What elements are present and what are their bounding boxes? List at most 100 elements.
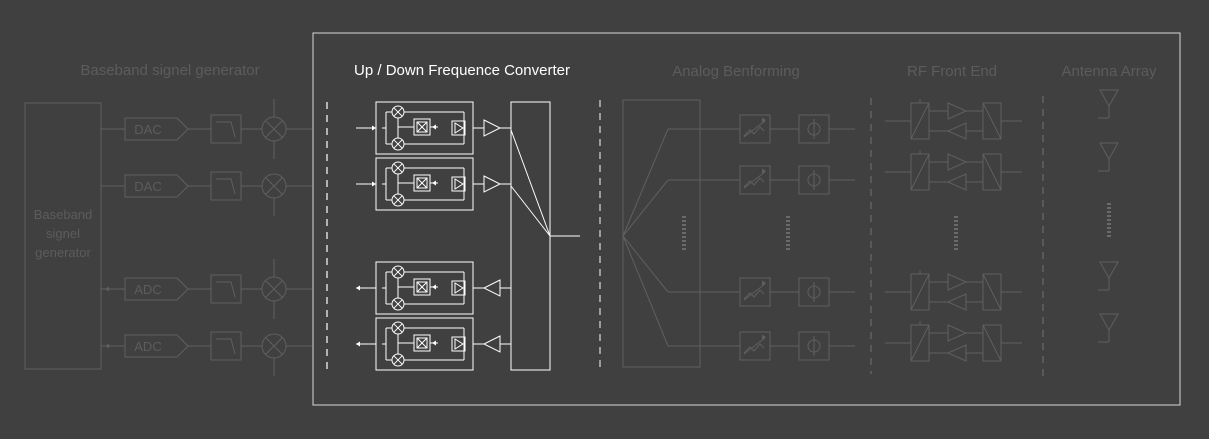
mixer-icon [261,276,287,302]
amplifier-icon [947,153,968,171]
amplifier-icon [483,175,502,193]
lowpass-filter-icon [210,171,242,201]
beamforming-branch-1 [622,114,855,237]
amplifier-icon [947,324,968,342]
mixer-icon [261,173,287,199]
ellipsis-dot [786,248,790,250]
ellipsis-dot [682,248,686,250]
converter-shape [124,334,189,358]
ellipsis-dot [1107,207,1111,209]
title-baseband: Baseband signel generator [80,62,259,79]
ellipsis-dot [954,236,958,238]
ellipsis-dot [786,240,790,242]
ellipsis-dot [1107,235,1111,237]
ellipsis-dot [786,232,790,234]
baseband-chain-4: ADC [101,331,312,376]
combiner-icon [451,176,466,192]
ellipsis-dot [1107,211,1111,213]
ellipsis-dot [682,220,686,222]
beamforming-branch-3 [622,235,855,307]
adc-label: ADC [134,339,161,354]
adc-label: ADC [134,282,161,297]
amplifier-icon [947,273,968,291]
beamforming-branch-4 [622,235,855,361]
phase-shifter-icon [798,165,830,195]
phase-shifter-icon [798,331,830,361]
ellipsis-dot [786,224,790,226]
ellipsis-dot [1107,227,1111,229]
ellipsis-dot [682,224,686,226]
mixer-icon [261,333,287,359]
title-rf-front-end: RF Front End [907,63,997,80]
beamforming-branch-2 [622,165,855,237]
ellipsis-dot [682,228,686,230]
amplifier-icon [483,119,502,137]
mixer-icon [391,105,405,119]
ellipsis-dot [682,240,686,242]
attenuator-icon [739,165,771,195]
ellipsis-dot [1107,231,1111,233]
baseband-block: Baseband signel generator [24,102,102,370]
amplifier-icon [946,173,967,191]
phase-shifter-icon [798,277,830,307]
highlight-frame [312,32,1181,406]
converter-module-2 [356,157,511,211]
ellipsis-dot [682,244,686,246]
attenuator-icon [739,114,771,144]
ellipsis-dot [682,236,686,238]
ellipsis-dot [954,232,958,234]
lo-splitter-icon [413,174,431,192]
mixer-icon [391,353,405,367]
title-beamforming: Analog Benforming [672,63,800,80]
phase-shifter-icon [798,114,830,144]
rf-front-end [885,99,1022,362]
lowpass-filter-icon [210,114,242,144]
dac-label: DAC [134,122,161,137]
ellipsis-dot [954,228,958,230]
rf-front-end-branch-3 [885,270,1022,311]
ellipsis-dot [954,248,958,250]
ellipsis-dot [954,240,958,242]
baseband-label-line1: Baseband [34,207,93,222]
ellipsis-dot [786,220,790,222]
ellipsis-dot [786,244,790,246]
lo-splitter-icon [413,118,431,136]
attenuator-icon [739,277,771,307]
amplifier-icon [946,293,967,311]
attenuator-icon [739,331,771,361]
converter-module-1 [356,101,511,155]
title-antenna-array: Antenna Array [1061,63,1157,80]
converter-shape [124,174,189,198]
mixer-icon [261,116,287,142]
antenna-icon-1 [1098,89,1119,119]
baseband-label-line2: signel [46,226,80,241]
mixer-icon [391,297,405,311]
baseband-chain-1: DAC [101,99,312,159]
combiner-block [510,101,580,371]
antenna-icon-4 [1098,313,1119,343]
ellipsis-dot [954,244,958,246]
converter-module-4 [356,317,511,371]
converter-modules [356,101,511,371]
lowpass-filter-icon [210,274,242,304]
rf-front-end-branch-1 [885,99,1022,140]
combiner-icon [451,336,466,352]
rf-front-end-branch-4 [885,321,1022,362]
baseband-chains: DAC DAC ADC ADC [101,99,312,376]
combiner-icon [451,120,466,136]
ellipsis-dot [954,220,958,222]
ellipsis-dot [1107,223,1111,225]
ellipsis-dot [954,224,958,226]
title-converter: Up / Down Frequence Converter [354,62,570,79]
ellipsis-dot [682,216,686,218]
amplifier-icon [946,344,967,362]
ellipsis-dot [1107,203,1111,205]
ellipsis-dot [786,216,790,218]
amplifier-icon [947,102,968,120]
converter-module-3 [356,261,511,315]
baseband-chain-2: DAC [101,171,312,216]
ellipsis-dot [786,228,790,230]
mixer-icon [391,137,405,151]
ellipsis-dot [786,236,790,238]
